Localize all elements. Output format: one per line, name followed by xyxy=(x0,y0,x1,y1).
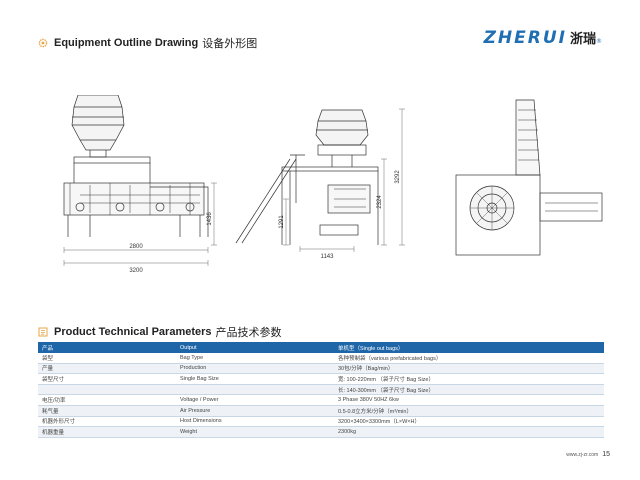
logo-reg-mark: ® xyxy=(596,38,602,45)
logo-text-en: ZHERUI xyxy=(483,28,567,48)
side-view xyxy=(235,109,379,245)
dim-side-height-low: 1291 xyxy=(279,215,285,229)
params-title-cn: 产品技术参数 xyxy=(215,327,282,339)
outline-title-en: Equipment Outline Drawing xyxy=(54,37,199,49)
cell-cn xyxy=(38,384,176,396)
footer-url[interactable]: www.zj-zr.com xyxy=(566,452,599,458)
cell-value: 宽: 100-220mm （袋子尺寸 Bag Size） xyxy=(334,373,604,385)
params-title-en: Product Technical Parameters xyxy=(54,326,212,338)
cell-value: 长: 140-300mm （袋子尺寸 Bag Size） xyxy=(334,384,604,396)
cell-value: 30包/分钟（Bag/min） xyxy=(334,363,604,375)
cell-value: 2300kg xyxy=(334,426,604,438)
parameters-table: 产品 Output 单机型（Single out bags） 袋型 Bag Ty… xyxy=(38,342,604,438)
gear-icon xyxy=(38,38,48,48)
section-title-params: Product Technical Parameters 产品技术参数 xyxy=(38,324,282,340)
dim-side-depth: 1143 xyxy=(321,254,335,260)
header-cell: 单机型（Single out bags） xyxy=(334,342,604,353)
dim-side-height-total: 3292 xyxy=(395,170,401,184)
cell-value: 0.5-0.8立方米/分钟（m³/min） xyxy=(334,405,604,417)
cell-en: Single Bag Size xyxy=(176,373,334,385)
header-cell: 产品 xyxy=(38,342,176,353)
table-row: 电压/功率 Voltage / Power 3 Phase 380V 50HZ … xyxy=(38,394,604,406)
cell-value: 3 Phase 380V 50HZ 6kw xyxy=(334,394,604,406)
company-logo: ZHERUI 浙瑞 ® xyxy=(484,28,602,48)
top-view xyxy=(455,99,603,256)
cell-en: Weight xyxy=(176,426,334,438)
table-row: 袋型 Bag Type 各种预制袋（various prefabricated … xyxy=(38,353,604,364)
table-row: 耗气量 Air Pressure 0.5-0.8立方米/分钟（m³/min） xyxy=(38,405,604,417)
table-row: 长: 140-300mm （袋子尺寸 Bag Size） xyxy=(38,384,604,396)
cell-en: Bag Type xyxy=(176,353,334,364)
table-row: 产量 Production 30包/分钟（Bag/min） xyxy=(38,363,604,375)
list-icon xyxy=(38,327,48,337)
table-row: 机器外形尺寸 Host Dimensions 3200×3400×3300mm（… xyxy=(38,416,604,428)
table-row: 袋型尺寸 Single Bag Size 宽: 100-220mm （袋子尺寸 … xyxy=(38,373,604,385)
front-view xyxy=(63,95,209,237)
cell-en: Voltage / Power xyxy=(176,394,334,406)
cell-en xyxy=(176,384,334,396)
cell-cn: 产量 xyxy=(38,363,176,375)
logo-text-cn: 浙瑞 xyxy=(569,32,596,47)
cell-cn: 机器重量 xyxy=(38,426,176,438)
dim-front-width-inner: 2800 xyxy=(129,244,143,250)
cell-cn: 机器外形尺寸 xyxy=(38,416,176,428)
cell-value: 3200×3400×3300mm（L×W×H） xyxy=(334,416,604,428)
cell-cn: 电压/功率 xyxy=(38,394,176,406)
cell-value: 各种预制袋（various prefabricated bags） xyxy=(334,353,604,364)
header-cell: Output xyxy=(176,342,334,353)
section-title-outline: Equipment Outline Drawing 设备外形图 xyxy=(38,35,257,51)
dim-front-height: 1436 xyxy=(207,212,213,226)
cell-en: Air Pressure xyxy=(176,405,334,417)
table-row: 机器重量 Weight 2300kg xyxy=(38,426,604,438)
cell-cn: 耗气量 xyxy=(38,405,176,417)
page-number: 15 xyxy=(602,451,610,458)
page-footer: www.zj-zr.com 15 xyxy=(566,451,610,458)
table-header-row: 产品 Output 单机型（Single out bags） xyxy=(38,342,604,353)
cell-en: Host Dimensions xyxy=(176,416,334,428)
cell-cn: 袋型 xyxy=(38,353,176,364)
dim-front-width-total: 3200 xyxy=(129,268,143,274)
outline-title-cn: 设备外形图 xyxy=(202,38,258,50)
dim-side-height-mid: 2324 xyxy=(377,195,383,209)
cell-en: Production xyxy=(176,363,334,375)
cell-cn: 袋型尺寸 xyxy=(38,373,176,385)
equipment-outline-drawing: 2800 3200 1436 1291 2324 3292 1143 xyxy=(63,95,603,274)
